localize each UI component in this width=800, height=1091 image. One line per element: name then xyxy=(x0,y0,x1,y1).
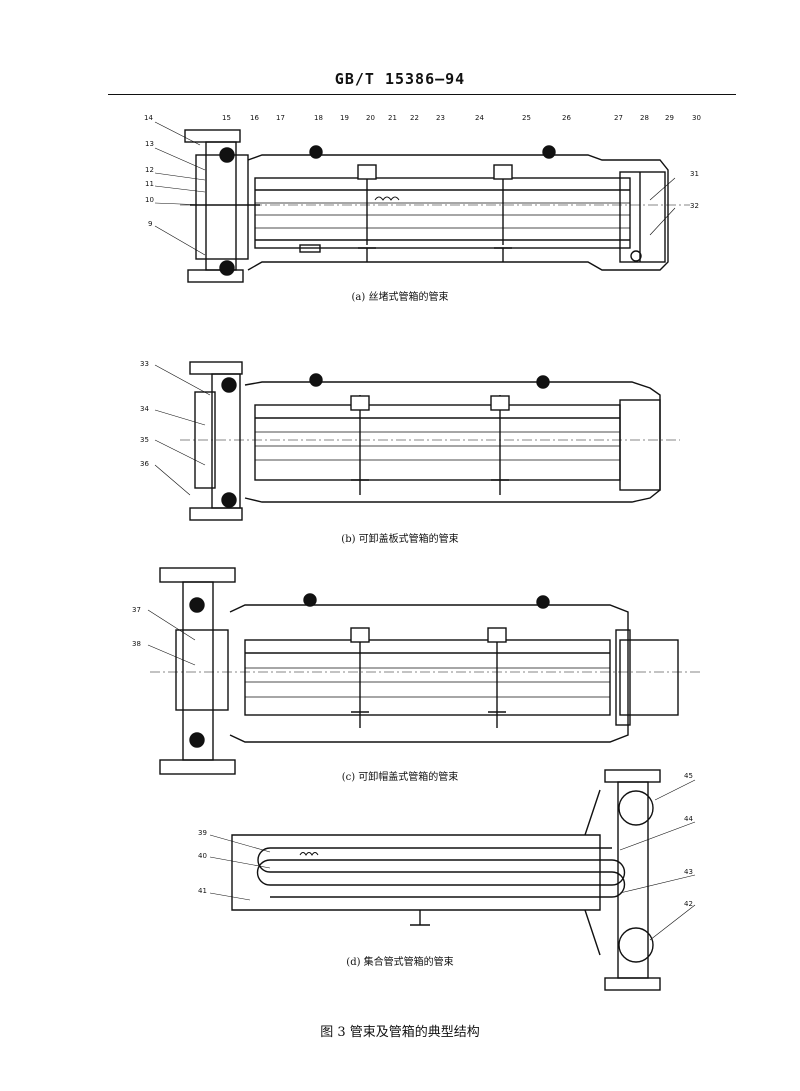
label-40: 40 xyxy=(198,852,207,860)
label-12: 12 xyxy=(145,166,154,174)
label-36: 36 xyxy=(140,460,149,468)
label-14: 14 xyxy=(144,114,153,122)
label-43: 43 xyxy=(684,868,693,876)
label-44: 44 xyxy=(684,815,693,823)
label-10: 10 xyxy=(145,196,154,204)
label-20: 20 xyxy=(366,114,375,122)
label-45: 45 xyxy=(684,772,693,780)
header-rule xyxy=(108,94,736,95)
figure-caption: 图 3 管束及管箱的典型结构 xyxy=(320,1025,480,1040)
label-21: 21 xyxy=(388,114,397,122)
label-38: 38 xyxy=(132,640,141,648)
label-25: 25 xyxy=(522,114,531,122)
label-34: 34 xyxy=(140,405,149,413)
caption-panel-d: (d) 集合管式管箱的管束 xyxy=(346,957,454,968)
label-15: 15 xyxy=(222,114,231,122)
label-41: 41 xyxy=(198,887,207,895)
caption-panel-b: (b) 可卸盖板式管箱的管束 xyxy=(341,534,459,545)
label-24: 24 xyxy=(475,114,484,122)
label-18: 18 xyxy=(314,114,323,122)
label-37: 37 xyxy=(132,606,141,614)
label-17: 17 xyxy=(276,114,285,122)
label-16: 16 xyxy=(250,114,259,122)
label-13: 13 xyxy=(145,140,154,148)
caption-panel-a: (a) 丝堵式管箱的管束 xyxy=(351,292,449,303)
label-11: 11 xyxy=(145,180,154,188)
drawing-panel-a xyxy=(180,129,690,283)
caption-panel-c: (c) 可卸帽盖式管箱的管束 xyxy=(341,772,459,783)
leader-lines xyxy=(147,121,696,941)
label-19: 19 xyxy=(340,114,349,122)
label-30: 30 xyxy=(692,114,701,122)
label-28: 28 xyxy=(640,114,649,122)
label-26: 26 xyxy=(562,114,571,122)
label-22: 22 xyxy=(410,114,419,122)
label-23: 23 xyxy=(436,114,445,122)
drawing-panel-d xyxy=(231,769,661,991)
standard-header: GB/T 15386—94 xyxy=(334,70,466,88)
label-42: 42 xyxy=(684,900,693,908)
label-9: 9 xyxy=(148,220,152,228)
label-33: 33 xyxy=(140,360,149,368)
drawing-panel-c xyxy=(150,567,700,775)
label-35: 35 xyxy=(140,436,149,444)
label-27: 27 xyxy=(614,114,623,122)
label-32: 32 xyxy=(690,202,699,210)
label-39: 39 xyxy=(198,829,207,837)
drawing-panel-b xyxy=(180,361,680,521)
label-29: 29 xyxy=(665,114,674,122)
part-labels: 14 15 16 17 18 19 20 21 22 23 24 25 26 2… xyxy=(132,114,701,908)
label-31: 31 xyxy=(690,170,699,178)
